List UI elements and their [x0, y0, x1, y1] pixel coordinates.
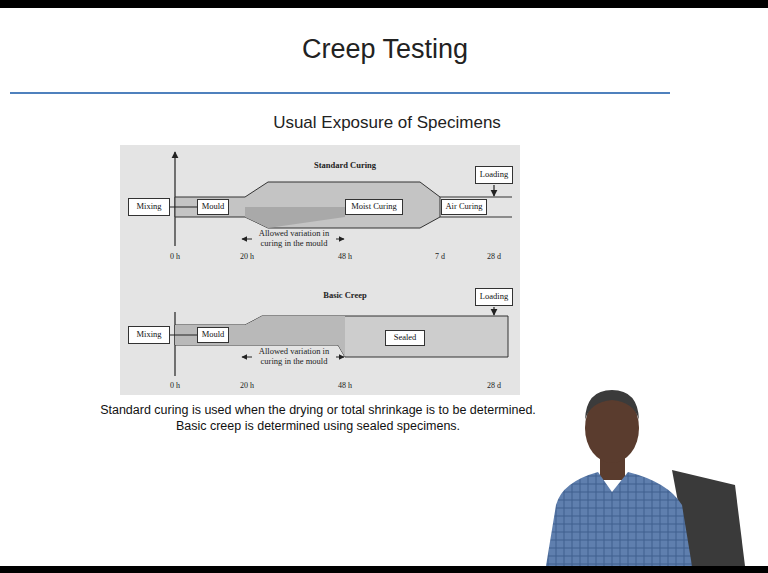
box-text: Mixing — [136, 330, 161, 339]
figure-panel — [120, 145, 520, 395]
stage-box: Air Curing — [441, 199, 487, 215]
figure-label: Standard Curing — [314, 160, 376, 170]
air-band — [440, 217, 512, 218]
figure-label: 20 h — [240, 252, 254, 261]
stage-box: Loading — [475, 288, 513, 306]
figure-label: 28 d — [487, 252, 501, 261]
box-text: Mould — [202, 202, 225, 211]
top-bar — [0, 0, 768, 8]
box-text: Sealed — [394, 333, 417, 342]
box-text: Mould — [202, 330, 225, 339]
stage-box: Sealed — [385, 330, 425, 346]
figure-label: 48 h — [338, 381, 352, 390]
figure-label: Standard curing is used when the drying … — [100, 403, 536, 417]
box-text: Loading — [480, 292, 508, 301]
figure-label: 7 d — [435, 252, 445, 261]
figure-label: Basic creep is determined using sealed s… — [176, 419, 460, 433]
stage-box: Mixing — [128, 326, 170, 344]
bottom-bar — [0, 566, 768, 573]
figure-label: 0 h — [170, 252, 180, 261]
box-text: Air Curing — [445, 202, 482, 211]
title-rule — [10, 92, 670, 94]
figure-label: 28 d — [487, 381, 501, 390]
hair — [585, 390, 639, 420]
figure-label: 0 h — [170, 381, 180, 390]
variation-zone — [245, 207, 345, 228]
box-text: Mixing — [136, 202, 161, 211]
air-band — [440, 197, 512, 198]
figure-label: 48 h — [338, 252, 352, 261]
figure-label: Allowed variation in curing in the mould — [252, 347, 336, 366]
box-text: Loading — [480, 170, 508, 179]
shirt — [546, 472, 692, 566]
stage-box: Mixing — [128, 198, 170, 216]
load-arrow — [493, 307, 494, 315]
load-arrow — [493, 185, 494, 196]
sealed-band — [175, 316, 508, 357]
figure-label: Usual Exposure of Specimens — [273, 113, 501, 133]
figure-label: Allowed variation in curing in the mould — [252, 229, 336, 248]
stage-box: Mould — [197, 327, 229, 343]
figure-label: Basic Creep — [323, 290, 367, 300]
figure-label: 20 h — [240, 381, 254, 390]
stage-box: Mould — [197, 199, 229, 215]
slide-title: Creep Testing — [0, 34, 768, 65]
box-text: Moist Curing — [351, 202, 397, 211]
stage-box: Moist Curing — [345, 199, 403, 215]
connector-line — [170, 335, 197, 336]
stage-box: Loading — [475, 166, 513, 184]
curing-band — [175, 182, 440, 228]
connector-line — [170, 207, 197, 208]
